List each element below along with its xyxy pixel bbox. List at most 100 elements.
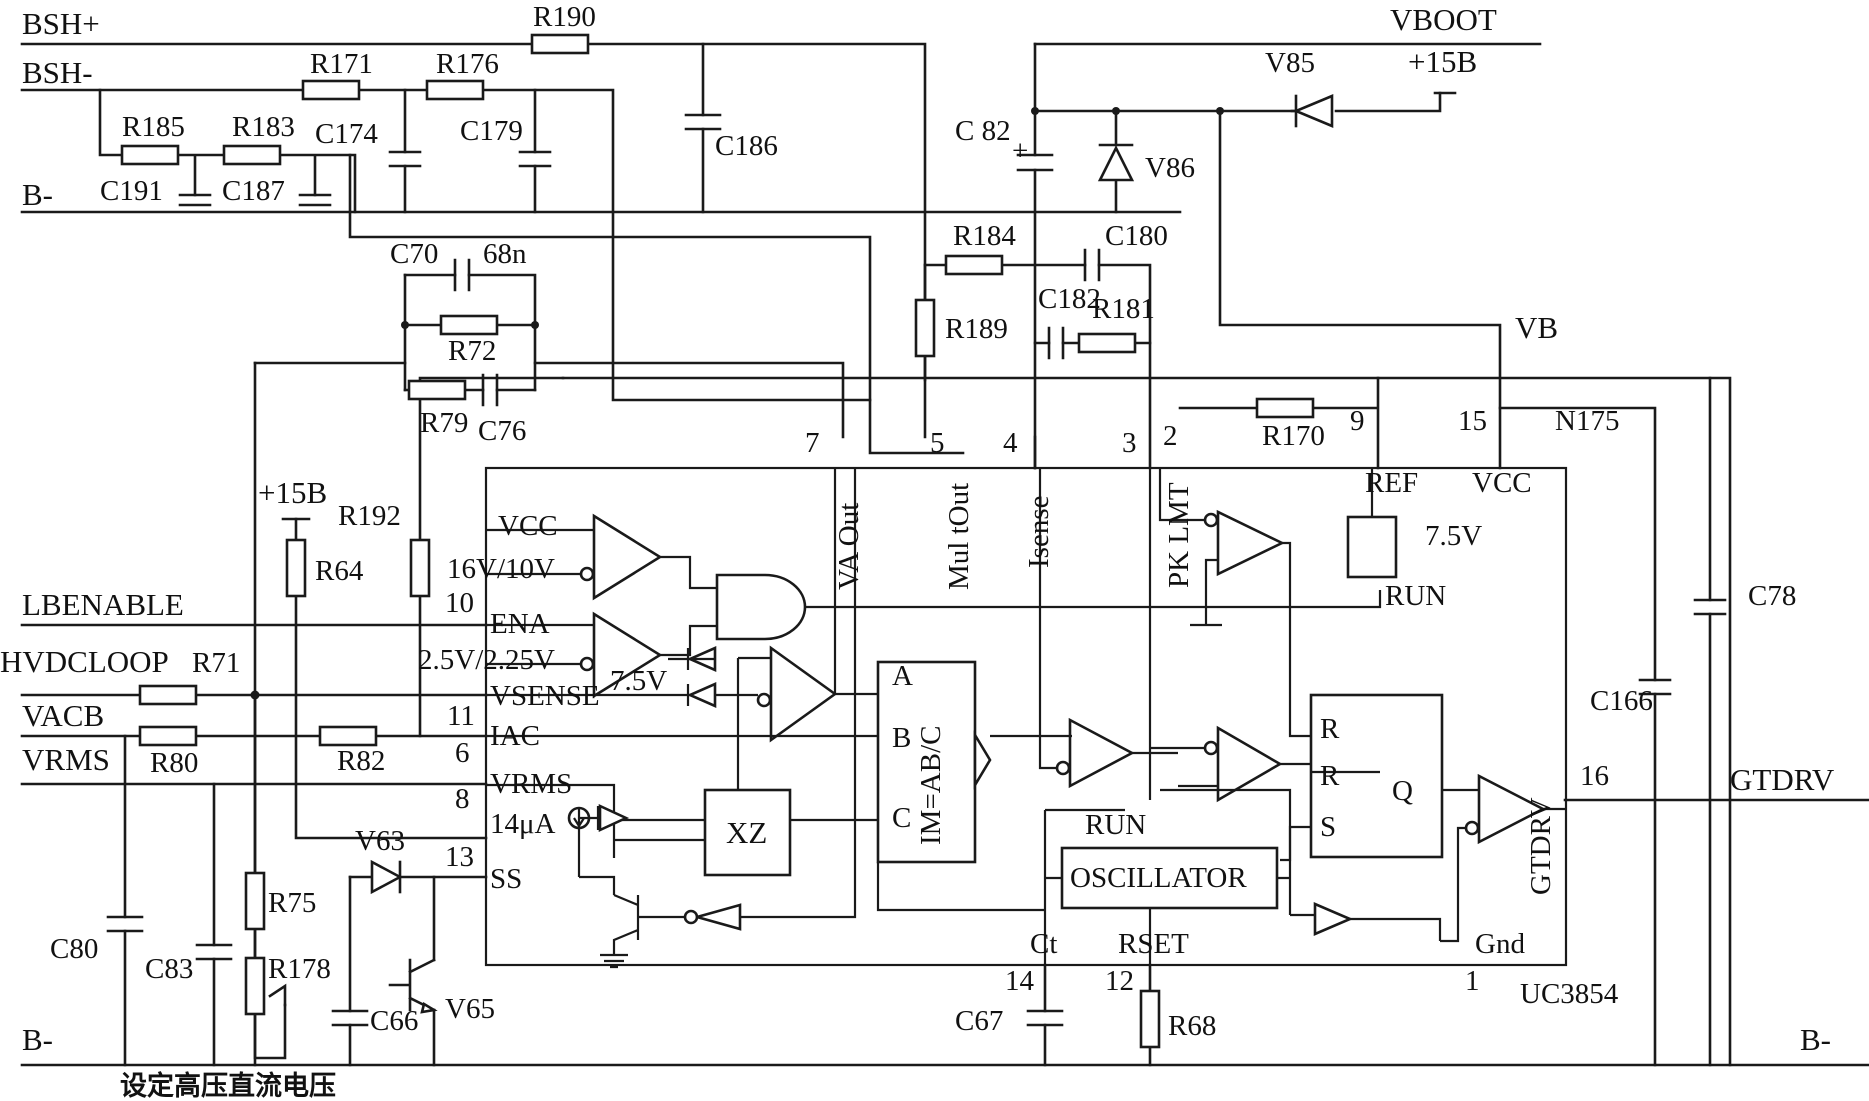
r170-resistor xyxy=(1255,397,1315,419)
svg-text:R64: R64 xyxy=(315,555,364,587)
r171-resistor xyxy=(301,79,361,101)
svg-text:8: 8 xyxy=(455,783,470,815)
v65-transistor xyxy=(388,958,438,1014)
svg-text:C166: C166 xyxy=(1590,685,1653,717)
c166-capacitor xyxy=(1638,678,1672,696)
svg-text:R176: R176 xyxy=(436,48,499,80)
svg-text:R82: R82 xyxy=(337,745,385,777)
v86-diode xyxy=(1097,145,1135,182)
net-label-vboot: VBOOT xyxy=(1390,2,1497,37)
ic-part-number: UC3854 xyxy=(1520,978,1619,1010)
r190-resistor xyxy=(530,33,590,55)
net-label-b-minus-right: B- xyxy=(1800,1022,1831,1057)
r82-resistor xyxy=(318,725,378,747)
r75-resistor xyxy=(244,871,266,931)
c76-capacitor xyxy=(481,373,499,407)
svg-text:16: 16 xyxy=(1580,760,1609,792)
svg-text:PK LMT: PK LMT xyxy=(1163,482,1195,588)
net-label-b-minus-top: B- xyxy=(22,177,53,212)
svg-text:VCC: VCC xyxy=(1472,467,1532,499)
r68-resistor xyxy=(1139,989,1161,1049)
junctions xyxy=(250,107,1224,700)
net-label-vrms: VRMS xyxy=(22,742,110,777)
svg-text:13: 13 xyxy=(445,841,474,873)
svg-text:R192: R192 xyxy=(338,500,401,532)
svg-text:ENA: ENA xyxy=(490,608,550,640)
svg-text:VRMS: VRMS xyxy=(490,768,572,800)
r178-wiper xyxy=(268,983,287,1007)
c174-capacitor xyxy=(388,150,422,168)
net-label-bsh-minus: BSH- xyxy=(22,55,93,90)
svg-text:R178: R178 xyxy=(268,953,331,985)
net-label-lbenable: LBENABLE xyxy=(22,587,184,622)
svg-text:C186: C186 xyxy=(715,130,778,162)
svg-text:R183: R183 xyxy=(232,111,295,143)
c67-capacitor xyxy=(1026,1009,1064,1027)
svg-text:3: 3 xyxy=(1122,427,1137,459)
svg-text:1: 1 xyxy=(1465,965,1480,997)
c83-capacitor xyxy=(195,943,233,961)
svg-text:C67: C67 xyxy=(955,1005,1003,1037)
svg-text:R184: R184 xyxy=(953,220,1016,252)
svg-text:C76: C76 xyxy=(478,415,526,447)
r181-resistor xyxy=(1077,332,1137,354)
svg-text:C 82: C 82 xyxy=(955,115,1011,147)
svg-text:7.5V: 7.5V xyxy=(1425,520,1482,552)
r184-resistor xyxy=(944,254,1004,276)
svg-text:7.5V: 7.5V xyxy=(610,665,667,697)
svg-text:V63: V63 xyxy=(355,825,405,857)
svg-text:RUN: RUN xyxy=(1085,809,1146,841)
c182-capacitor xyxy=(1047,326,1065,360)
svg-text:V85: V85 xyxy=(1265,47,1315,79)
capacitors: + xyxy=(106,113,1727,1027)
diodes xyxy=(281,91,1457,895)
svg-text:R185: R185 xyxy=(122,111,185,143)
svg-text:V65: V65 xyxy=(445,993,495,1025)
svg-text:VSENSE: VSENSE xyxy=(490,680,600,712)
svg-text:REF: REF xyxy=(1365,467,1418,499)
svg-text:R72: R72 xyxy=(448,335,496,367)
svg-text:Gnd: Gnd xyxy=(1475,928,1525,960)
r64-resistor xyxy=(285,538,307,598)
svg-text:RUN: RUN xyxy=(1385,580,1446,612)
r176-resistor xyxy=(425,79,485,101)
svg-text:C174: C174 xyxy=(315,118,378,150)
svg-text:Mul tOut: Mul tOut xyxy=(943,483,975,590)
svg-text:4: 4 xyxy=(1003,427,1018,459)
svg-text:R171: R171 xyxy=(310,48,373,80)
svg-text:C179: C179 xyxy=(460,115,523,147)
v85-diode xyxy=(1292,94,1334,128)
c80-capacitor xyxy=(106,915,144,933)
svg-text:V86: V86 xyxy=(1145,152,1195,184)
svg-text:C80: C80 xyxy=(50,933,98,965)
svg-text:14μA: 14μA xyxy=(490,808,556,840)
wires xyxy=(20,42,1869,1067)
r79-resistor xyxy=(407,379,467,401)
r183-resistor xyxy=(222,144,282,166)
r192-resistor xyxy=(409,538,431,598)
svg-text:IM=AB/C: IM=AB/C xyxy=(915,726,947,845)
net-label-b-minus-left: B- xyxy=(22,1022,53,1057)
svg-text:16V/10V: 16V/10V xyxy=(447,553,555,585)
svg-text:R189: R189 xyxy=(945,313,1008,345)
svg-text:11: 11 xyxy=(447,700,475,732)
c66-capacitor xyxy=(331,1009,369,1027)
c179-capacitor xyxy=(518,150,552,168)
svg-text:R: R xyxy=(1320,713,1340,745)
c82-capacitor xyxy=(1016,153,1054,172)
r80-resistor xyxy=(138,725,198,747)
c187-capacitor xyxy=(298,193,332,207)
svg-text:15: 15 xyxy=(1458,405,1487,437)
svg-text:68n: 68n xyxy=(483,238,527,270)
r189-resistor xyxy=(914,298,936,358)
r185-resistor xyxy=(120,144,180,166)
svg-text:C180: C180 xyxy=(1105,220,1168,252)
svg-text:VA Out: VA Out xyxy=(833,503,865,590)
r72-resistor xyxy=(439,314,499,336)
svg-text:S: S xyxy=(1320,811,1336,843)
c70-capacitor xyxy=(453,258,471,292)
net-label-vacb: VACB xyxy=(22,698,104,733)
svg-text:R79: R79 xyxy=(420,407,468,439)
